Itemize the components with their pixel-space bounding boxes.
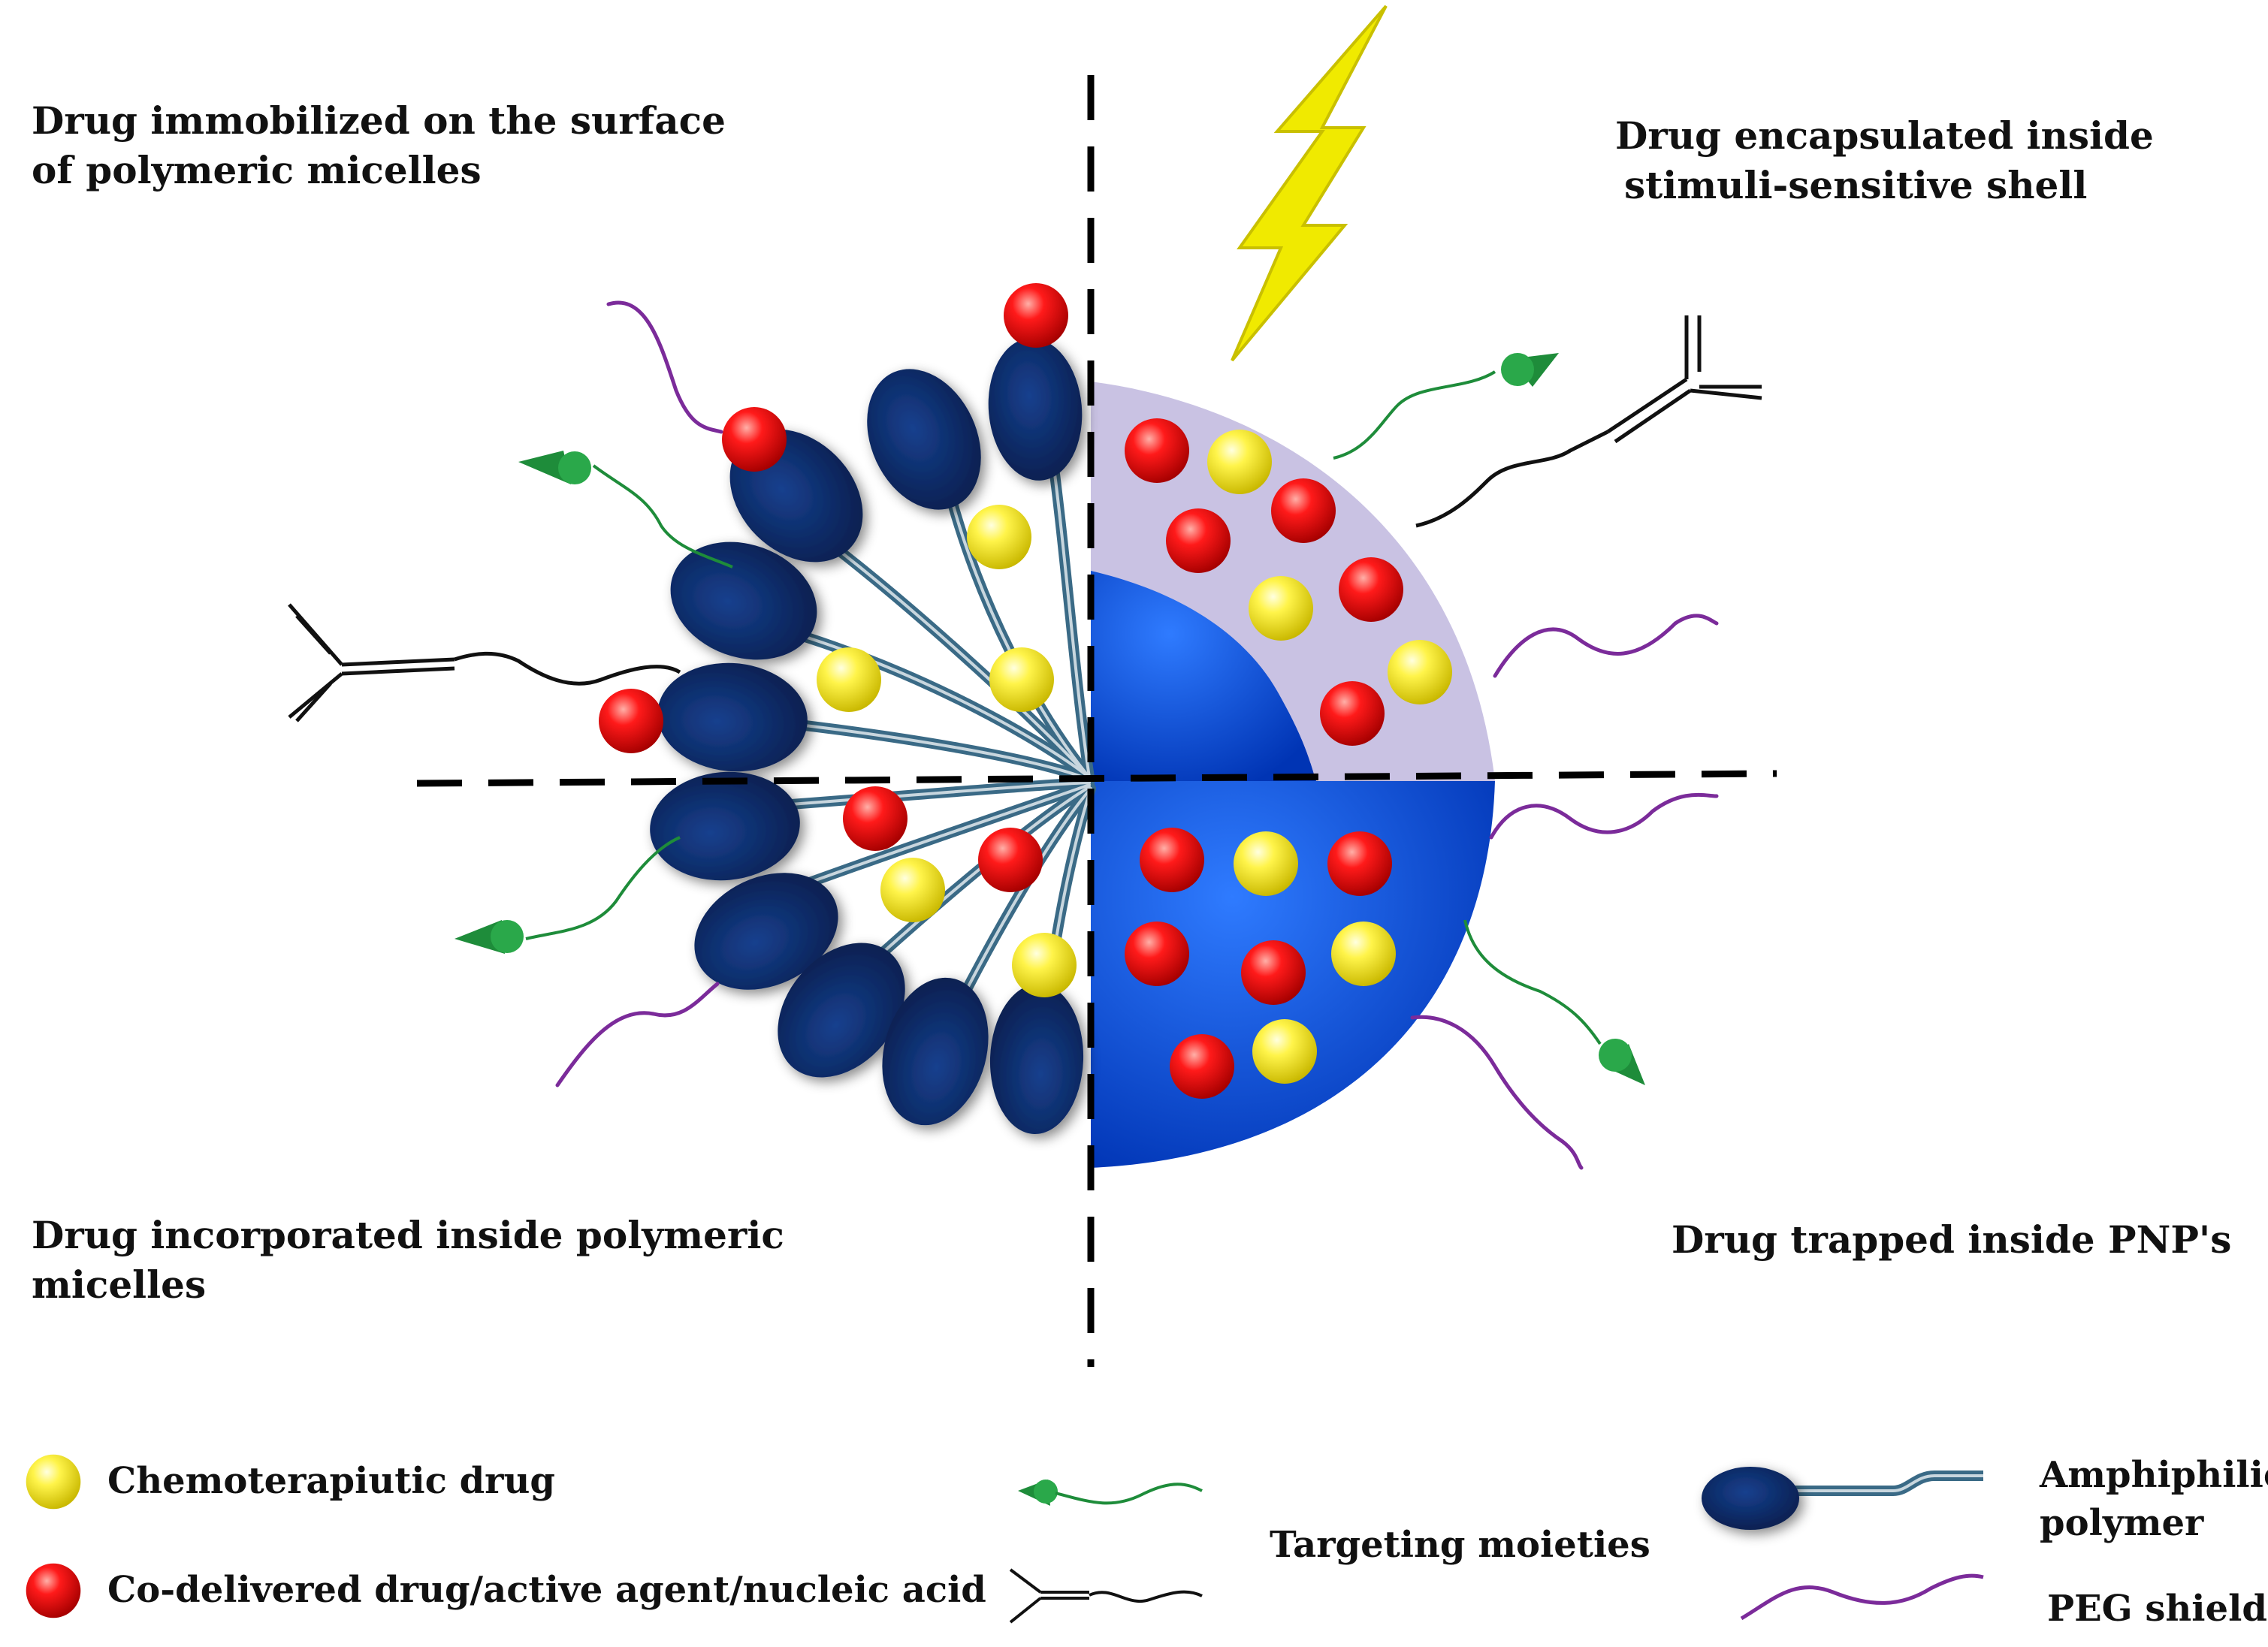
antibody-chain [454,651,681,686]
label-top-right-line2: stimuli-sensitive shell [1624,163,2088,207]
lightning-bolt-icon [1231,5,1388,362]
polymer-head [657,662,808,772]
co-delivered-drug [1004,283,1068,348]
label-bottom-left: Drug incorporated inside polymeric micel… [32,1211,784,1310]
pnp-inner-core [1091,571,1316,781]
label-top-right: Drug encapsulated inside stimuli-sensiti… [1615,111,2154,210]
co-delivered-drug [1166,508,1231,573]
legend-codelivered-label: Co-delivered drug/active agent/nucleic a… [107,1569,986,1611]
legend-amphiphilic-label: Amphiphilic polymer [2040,1451,2268,1547]
label-top-right-line1: Drug encapsulated inside [1615,113,2154,158]
antibody-stem [341,657,455,676]
ligand-chain [592,464,733,569]
antibody-chain [1415,430,1609,528]
co-delivered-drug [1339,557,1403,622]
polymer-head [650,771,800,881]
horizontal-divider [416,770,1777,787]
label-top-left-line1: Drug immobilized on the surface [32,98,726,143]
antibody-arm [1684,315,1762,400]
peg-chain [606,300,723,434]
co-delivered-drug [978,828,1043,892]
ligand-cone-icon [518,451,571,484]
legend-amphiphilic-line1: Amphiphilic [2040,1454,2268,1496]
peg-chain [1489,792,1719,840]
legend-targeting-label: Targeting moieties [1270,1524,1650,1566]
legend-chemo-icon [26,1454,81,1510]
chemo-drug [967,505,1031,569]
antibody-arm [295,614,332,722]
antibody-arm [1697,315,1762,389]
legend-amphiphilic-icon [1702,1467,1983,1530]
co-delivered-drug [1125,922,1189,986]
amphiphilic-heads [650,338,1084,1134]
chemo-drug [989,647,1054,712]
chemo-drug [1252,1019,1317,1084]
ligand-cone-icon [455,920,505,954]
chemo-drug [1388,640,1452,704]
label-top-left-line2: of polymeric micelles [32,148,482,192]
co-delivered-drug [1327,831,1392,896]
polymer-head [989,984,1084,1134]
chemo-drug [1207,430,1272,494]
chemo-drug [1234,831,1298,896]
ligand-chain [1333,370,1496,460]
polymer-head [882,977,989,1126]
legend-chemo-label: Chemoterapiutic drug [107,1460,555,1502]
co-delivered-drug [1170,1034,1234,1099]
legend-targeting-ligand-icon [1018,1480,1203,1506]
co-delivered-drug [843,786,908,851]
label-bottom-left-line1: Drug incorporated inside polymeric [32,1213,784,1257]
chemo-drug [1012,933,1077,997]
co-delivered-drug [722,407,787,472]
chemo-drug [1249,576,1313,641]
chemo-drug [880,858,945,922]
label-bottom-right-line1: Drug trapped inside PNP's [1672,1217,2232,1262]
ligand-chain [525,836,681,940]
label-bottom-right: Drug trapped inside PNP's [1672,1215,2231,1265]
co-delivered-drug [1140,828,1204,892]
peg-shields [555,300,1719,1170]
antibodies [288,315,1762,722]
label-bottom-left-line2: micelles [32,1262,207,1307]
polymer-head [778,943,905,1078]
polymer-head [988,338,1083,481]
peg-chain [1410,1015,1584,1170]
chemo-drug [817,647,881,712]
legend-amphiphilic-line2: polymer [2040,1502,2204,1544]
polymer-head [694,873,838,990]
legend-codelivered-icon [26,1563,81,1618]
targeting-ligands [455,353,1645,1085]
legend-peg-icon [1740,1573,1984,1621]
polymer-head [670,541,817,660]
chemo-drug [1331,922,1396,986]
label-top-left: Drug immobilized on the surface of polym… [32,96,726,195]
polymer-head [867,369,981,510]
peg-chain [1493,614,1719,678]
co-delivered-drug [599,689,663,753]
ligand-chain [1463,919,1602,1045]
antibody-stem [1606,377,1692,444]
co-delivered-drug [1241,940,1306,1005]
co-delivered-drug [1271,478,1336,543]
co-delivered-drug [1320,681,1385,746]
co-delivered-drug [1125,418,1189,483]
legend-antibody-icon [1009,1568,1203,1624]
peg-chain [555,982,720,1087]
legend-peg-label: PEG shield [2047,1588,2267,1630]
